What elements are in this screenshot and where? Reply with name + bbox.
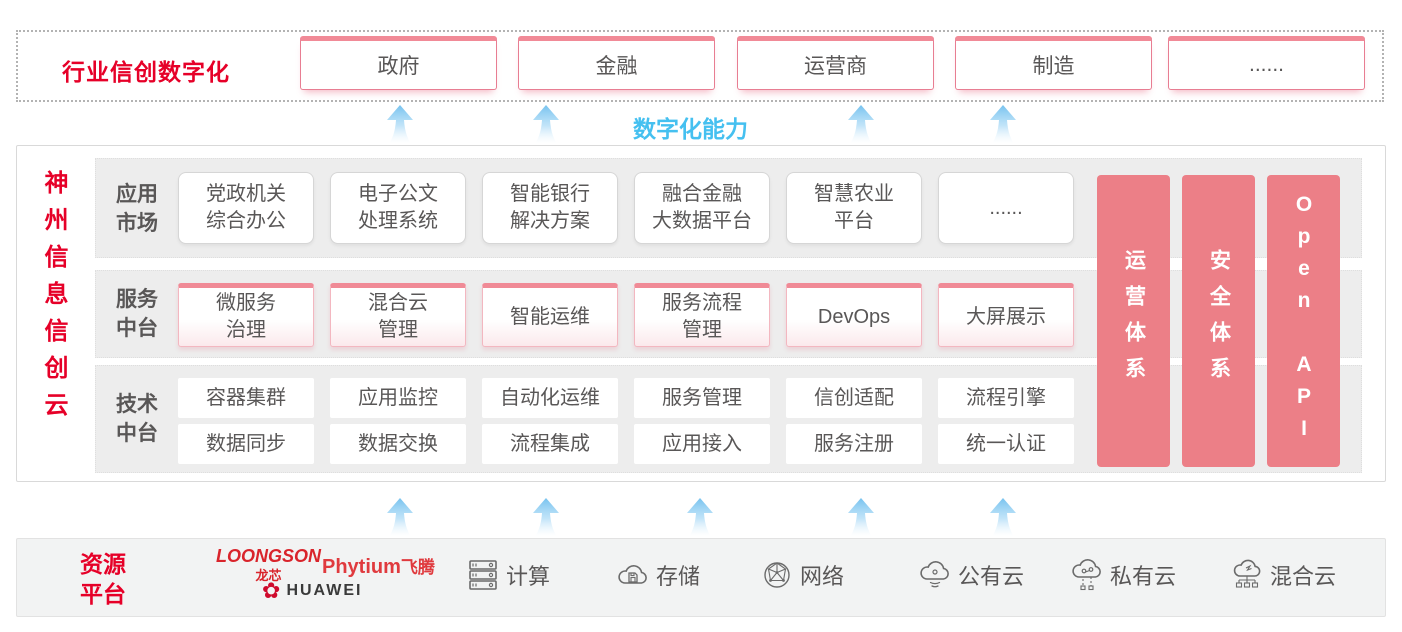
capability-label: 数字化能力 xyxy=(633,116,748,142)
row-label-service: 服务 中台 xyxy=(116,288,158,340)
tech-item: 应用接入 xyxy=(634,424,770,464)
public-cloud-icon xyxy=(918,558,952,592)
industry-band-title: 行业信创数字化 xyxy=(62,59,230,85)
tech-item: 信创适配 xyxy=(786,378,922,418)
private-cloud-icon xyxy=(1070,558,1104,592)
resource-panel xyxy=(16,538,1386,617)
resource-label: 网络 xyxy=(800,564,845,589)
industry-box-more: ...... xyxy=(1168,36,1365,90)
row-label-app-market: 应用 市场 xyxy=(116,183,158,235)
service-item: 大屏展示 xyxy=(938,283,1074,347)
industry-box-government: 政府 xyxy=(300,36,497,90)
resource-private-cloud: 私有云 xyxy=(1070,555,1176,595)
tech-item: 流程集成 xyxy=(482,424,618,464)
phytium-logo: Phytium飞腾 xyxy=(322,553,435,579)
up-arrow-icon xyxy=(990,498,1016,536)
tech-item: 容器集群 xyxy=(178,378,314,418)
huawei-logo-icon: ✿ xyxy=(262,578,281,603)
up-arrow-icon xyxy=(687,498,713,536)
service-item: 智能运维 xyxy=(482,283,618,347)
app-item: 融合金融 大数据平台 xyxy=(634,172,770,244)
pillar-operations: 运营体系 xyxy=(1097,175,1170,467)
up-arrow-icon xyxy=(533,105,559,143)
pillar-security: 安全体系 xyxy=(1182,175,1255,467)
phytium-wordmark: Phytium xyxy=(322,556,401,578)
industry-box-manufacturing: 制造 xyxy=(955,36,1152,90)
resource-label: 私有云 xyxy=(1110,564,1177,589)
app-item: 智能银行 解决方案 xyxy=(482,172,618,244)
up-arrow-icon xyxy=(533,498,559,536)
row-label-tech: 技术 中台 xyxy=(116,393,158,445)
network-icon xyxy=(760,558,794,592)
service-item: DevOps xyxy=(786,283,922,347)
tech-item: 应用监控 xyxy=(330,378,466,418)
service-item: 微服务 治理 xyxy=(178,283,314,347)
phytium-cn-label: 飞腾 xyxy=(400,558,435,577)
service-item: 混合云 管理 xyxy=(330,283,466,347)
up-arrow-icon xyxy=(990,105,1016,143)
resource-storage: 存储 xyxy=(616,555,700,595)
industry-box-operator: 运营商 xyxy=(737,36,934,90)
tech-item: 数据交换 xyxy=(330,424,466,464)
tech-item: 服务注册 xyxy=(786,424,922,464)
tech-item: 服务管理 xyxy=(634,378,770,418)
app-item-more: ...... xyxy=(938,172,1074,244)
up-arrow-icon xyxy=(848,498,874,536)
tech-item: 流程引擎 xyxy=(938,378,1074,418)
huawei-logo: ✿ HUAWEI xyxy=(262,580,362,602)
resource-label: 公有云 xyxy=(958,564,1025,589)
server-icon xyxy=(466,558,500,592)
platform-title: 神州信息信创云 xyxy=(40,170,67,429)
up-arrow-icon xyxy=(387,105,413,143)
tech-item: 统一认证 xyxy=(938,424,1074,464)
resource-label: 存储 xyxy=(656,564,701,589)
resource-network: 网络 xyxy=(760,555,844,595)
app-item: 智慧农业 平台 xyxy=(786,172,922,244)
loongson-cn-label: 龙芯 xyxy=(255,568,282,583)
app-item: 电子公文 处理系统 xyxy=(330,172,466,244)
app-item: 党政机关 综合办公 xyxy=(178,172,314,244)
up-arrow-icon xyxy=(387,498,413,536)
tech-item: 数据同步 xyxy=(178,424,314,464)
hybrid-cloud-icon xyxy=(1230,558,1264,592)
tech-item: 自动化运维 xyxy=(482,378,618,418)
loongson-logo: LOONGSON 龙芯 xyxy=(216,546,321,584)
resource-compute: 计算 xyxy=(466,555,550,595)
huawei-wordmark: HUAWEI xyxy=(286,582,363,599)
resource-panel-title: 资源 平台 xyxy=(80,551,126,607)
resource-public-cloud: 公有云 xyxy=(918,555,1024,595)
service-item: 服务流程 管理 xyxy=(634,283,770,347)
pillar-open-api: Open API xyxy=(1267,175,1340,467)
resource-label: 计算 xyxy=(506,564,551,589)
storage-cloud-icon xyxy=(616,558,650,592)
loongson-wordmark: LOONGSON xyxy=(216,546,322,566)
up-arrow-icon xyxy=(848,105,874,143)
resource-hybrid-cloud: 混合云 xyxy=(1230,555,1336,595)
resource-label: 混合云 xyxy=(1270,564,1337,589)
industry-box-finance: 金融 xyxy=(518,36,715,90)
